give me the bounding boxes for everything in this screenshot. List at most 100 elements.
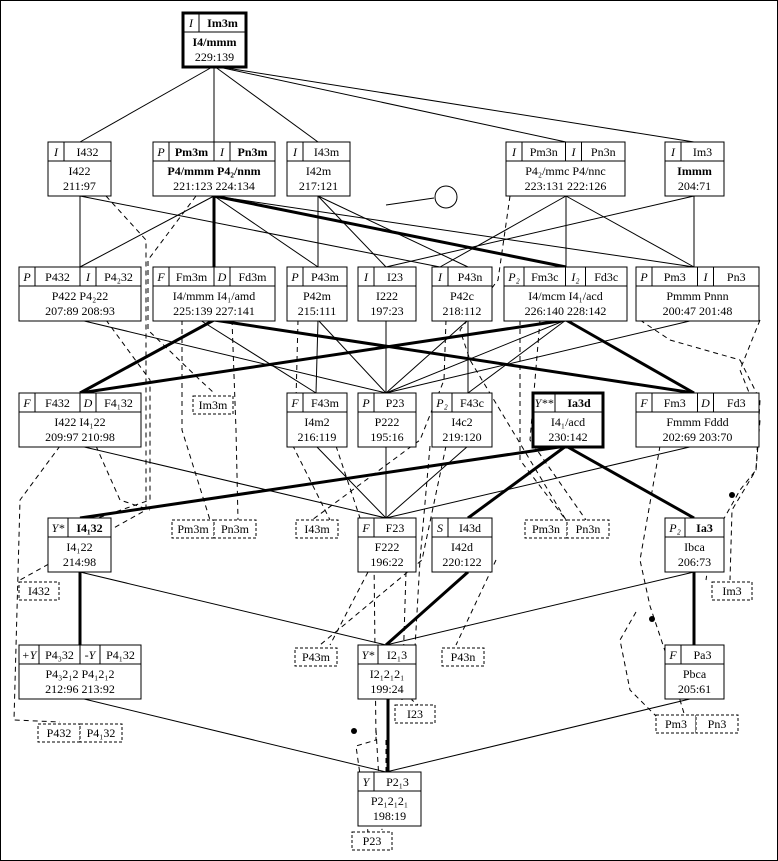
node-symbol: I43m [314, 145, 340, 159]
dashed-label-text: I23 [407, 707, 423, 721]
dashed-label-text: I43m [304, 522, 330, 536]
node-subgroup: I4/mmm I4₁/amd [173, 289, 256, 303]
dashed-label: Im3 [711, 581, 753, 601]
node-prefix: F [639, 396, 648, 410]
node-prefix: Y** [535, 396, 554, 410]
node-symbol: Fm3m [176, 270, 208, 284]
node-symbol: Pn3m [238, 145, 268, 159]
dashed-label: P43n [441, 647, 485, 667]
node-symbol: P4₁32 [106, 648, 135, 662]
node-prefix: P [639, 270, 648, 284]
node-number: 220:122 [442, 555, 481, 569]
node-prefix: F [22, 396, 31, 410]
node-number: 217:121 [299, 179, 338, 193]
node-prefix: P [290, 270, 299, 284]
node-symbol: F4₁32 [104, 396, 133, 410]
dashed-label-text: Pm3 [665, 717, 687, 731]
node-subgroup: P422 P4₂22 [52, 289, 109, 303]
node-symbol: P432 [45, 270, 70, 284]
dashed-label-text: P23 [363, 834, 382, 848]
node-number: 204:71 [678, 179, 711, 193]
node-symbol: F23 [386, 521, 405, 535]
node-subgroup: Fmmm Fddd [666, 415, 728, 429]
node-subgroup: Pmmm Pnnn [666, 289, 728, 303]
node-subgroup: F222 [375, 540, 400, 554]
thick-edges [78, 194, 696, 772]
node-symbol: Pn3n [591, 145, 616, 159]
node-symbol: F43m [311, 396, 340, 410]
node-symbol: I4₁32 [76, 521, 102, 535]
node-subgroup: P42m [303, 289, 332, 303]
dashed-label: Pm3n [524, 519, 568, 539]
node-prefix: S [437, 521, 443, 535]
dashed-label: I23 [394, 704, 436, 724]
node-symbol: P2₁3 [386, 775, 409, 789]
node-prefix: P [22, 270, 31, 284]
dashed-label-text: P43m [302, 650, 331, 664]
node-symbol: Fm3c [531, 270, 558, 284]
node-symbol: Im3 [693, 145, 712, 159]
node-number: 200:47 201:48 [663, 304, 733, 318]
node-prefix: Y [363, 775, 371, 789]
loop-icon [434, 185, 458, 209]
node-number: 206:73 [678, 555, 711, 569]
node-symbol: Fm3 [664, 396, 686, 410]
node-subgroup: P4/mmm P4₂/nnm [167, 164, 260, 178]
node-number: 223:131 222:126 [525, 179, 607, 193]
node-prefix: I [292, 145, 298, 159]
node-prefix: P [361, 396, 370, 410]
node-symbol: P43n [458, 270, 483, 284]
node-number: 216:119 [298, 430, 337, 444]
dashed-label-text: Pn3n [576, 522, 601, 536]
node-prefix: P₂ [507, 270, 520, 284]
node-prefix: I [219, 145, 225, 159]
node-prefix: I [571, 145, 577, 159]
node-number: 209:97 210:98 [45, 430, 115, 444]
node-subgroup: P4₂/mmc P4/nnc [525, 164, 606, 178]
node-subgroup: P2₁2₁2₁ [371, 794, 408, 808]
node-prefix: F [156, 270, 165, 284]
node-number: 226:140 228:142 [525, 304, 607, 318]
node-symbol: Im3m [207, 16, 238, 30]
node-prefix: P₂ [668, 521, 681, 535]
node-prefix: I [53, 145, 59, 159]
node-prefix: P [156, 145, 165, 159]
node-prefix: I [703, 270, 709, 284]
node-subgroup: Pbca [683, 667, 707, 681]
node-subgroup: Ibca [684, 540, 705, 554]
node-prefix: D [217, 270, 227, 284]
dashed-label: P4₁32 [79, 723, 123, 743]
dashed-label-text: I432 [28, 584, 50, 598]
node-subgroup: I42m [306, 164, 332, 178]
node-symbol: I2₁3 [387, 648, 407, 662]
dashed-label-text: Pm3m [177, 522, 209, 536]
dashed-label: Pm3 [655, 714, 697, 734]
node-number: 199:24 [370, 682, 403, 696]
node-prefix: I [511, 145, 517, 159]
node-prefix: F [668, 648, 677, 662]
node-subgroup: P4₃2₁2 P4₁2₁2 [45, 667, 114, 681]
node-number: 212:96 213:92 [45, 682, 115, 696]
node-symbol: I23 [387, 270, 403, 284]
node-number: 218:112 [443, 304, 482, 318]
